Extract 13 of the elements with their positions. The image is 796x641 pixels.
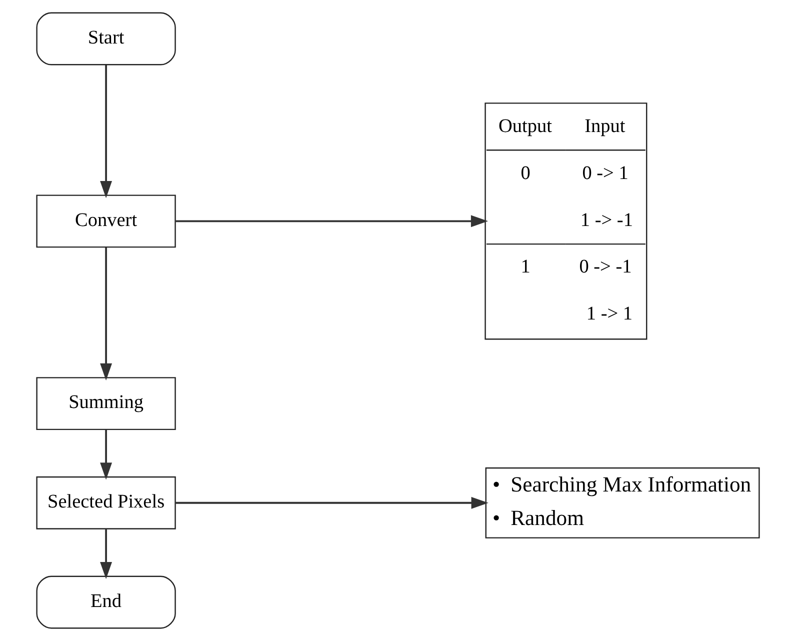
arrow bbox=[100, 529, 112, 580]
node-box: Convert bbox=[36, 194, 176, 248]
arrow bbox=[100, 247, 112, 380]
node-box: Start bbox=[36, 12, 176, 66]
label: • bbox=[492, 506, 500, 530]
arrow bbox=[100, 65, 112, 198]
arrow bbox=[100, 430, 112, 480]
label: • bbox=[492, 472, 500, 496]
node-box: Summing bbox=[36, 377, 176, 430]
arrow bbox=[176, 496, 488, 509]
node-box: Selected Pixels bbox=[36, 476, 176, 530]
arrow bbox=[176, 215, 488, 228]
node-box: End bbox=[36, 576, 176, 629]
